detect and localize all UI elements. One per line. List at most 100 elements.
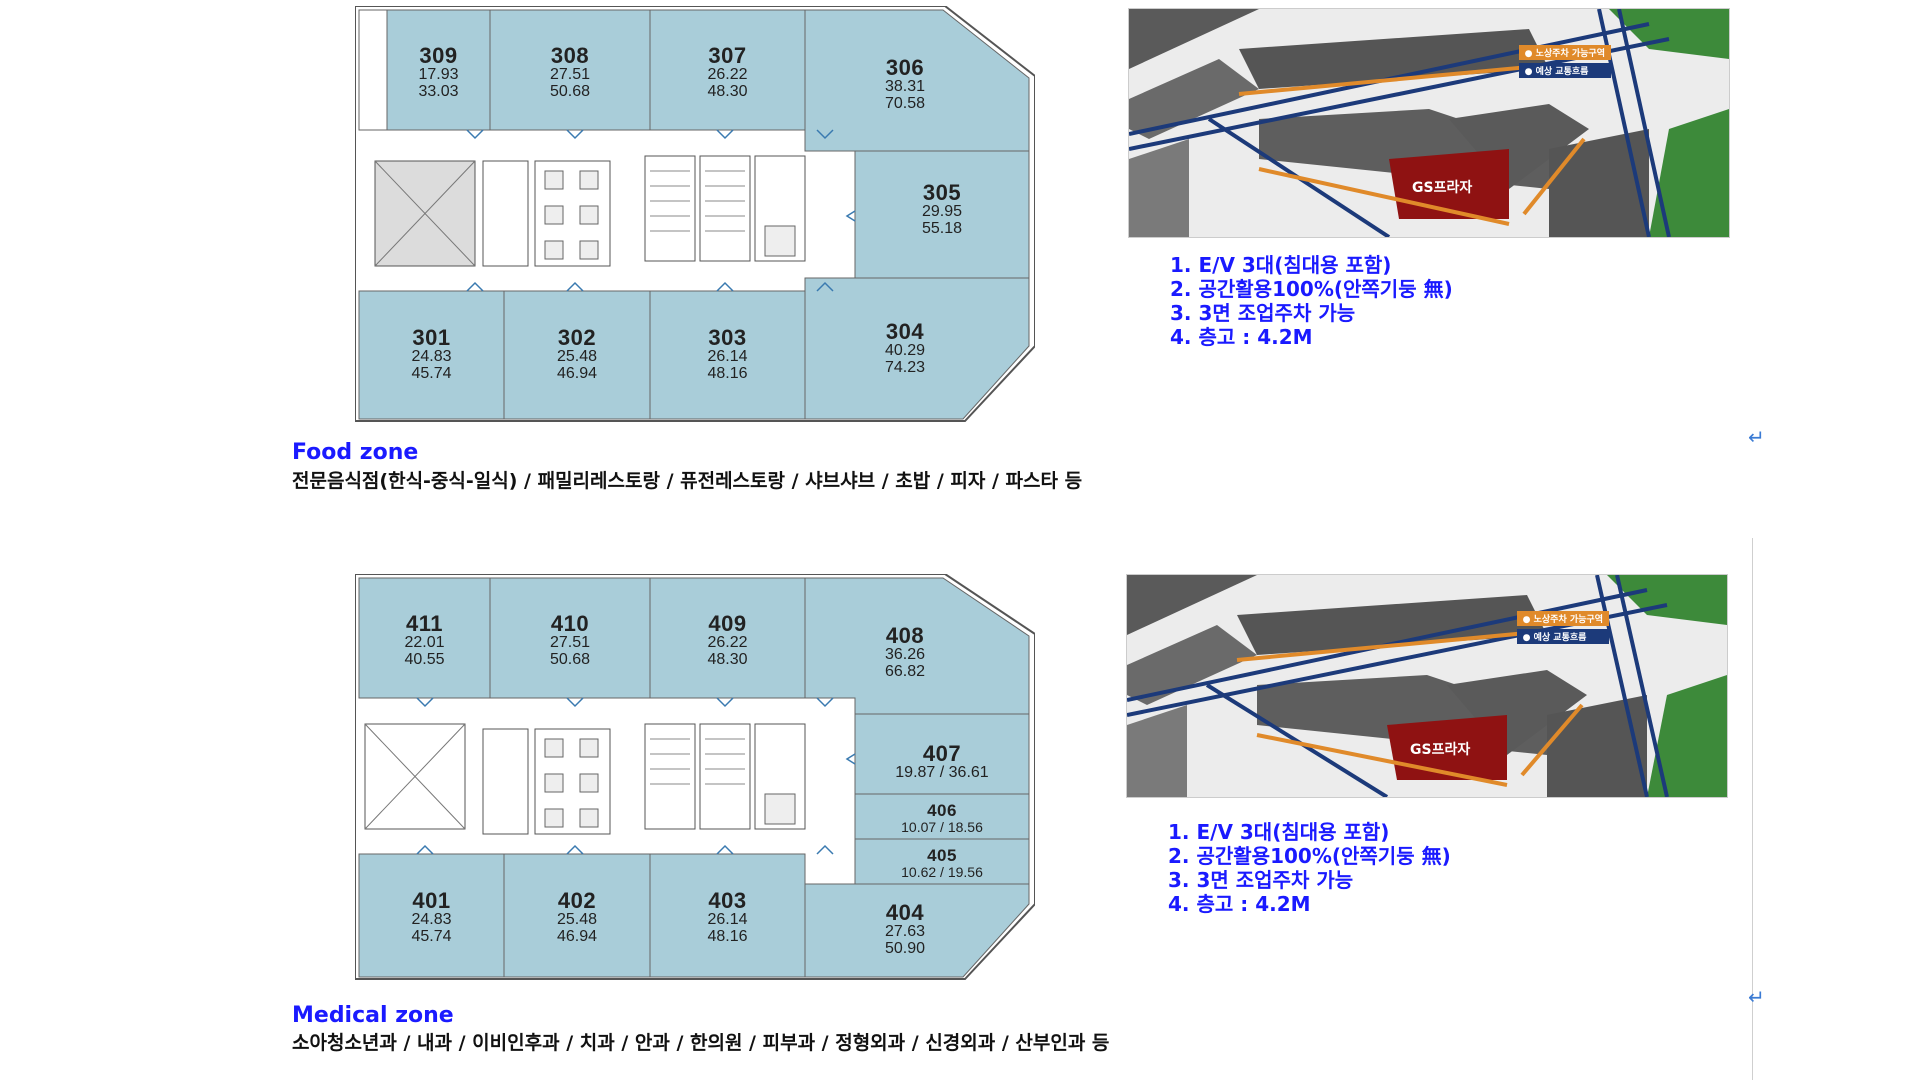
- feature-parking: 3. 3면 조업주차 가능: [1168, 868, 1354, 892]
- room-area-b: 48.16: [707, 927, 748, 945]
- room-area-a: 26.22: [707, 66, 748, 84]
- legend-traffic: ● 예상 교통흐름: [1516, 629, 1609, 644]
- floor3-room-303: 303 26.14 48.16: [650, 326, 805, 383]
- room-area: 10.62 / 19.56: [901, 863, 983, 880]
- map-legend: ● 노상주차 가능구역 ● 예상 교통흐름: [1516, 611, 1609, 647]
- site-map-drawing: [1127, 575, 1727, 797]
- feature-height: 4. 층고 : 4.2M: [1170, 325, 1313, 349]
- floor3-plan-drawing: [355, 6, 1035, 422]
- floor4-room-411: 411 22.01 40.55: [359, 612, 490, 669]
- room-area-b: 50.68: [549, 82, 591, 100]
- gs-plaza-label: GS프라자: [1412, 180, 1473, 196]
- legend-parking: ● 노상주차 가능구역: [1518, 45, 1611, 60]
- room-number: 409: [708, 611, 747, 636]
- floor3-room-305: 305 29.95 55.18: [855, 181, 1029, 238]
- room-area-a: 29.95: [921, 203, 963, 221]
- legend-parking: ● 노상주차 가능구역: [1516, 611, 1609, 626]
- room-area: 10.07 / 18.56: [901, 818, 983, 835]
- site-map-bottom: ● 노상주차 가능구역 ● 예상 교통흐름 GS프라자: [1126, 574, 1728, 798]
- room-area-a: 26.22: [707, 634, 748, 652]
- feature-parking: 3. 3면 조업주차 가능: [1170, 301, 1356, 325]
- feature-height: 4. 층고 : 4.2M: [1168, 892, 1311, 916]
- feature-elevator: 1. E/V 3대(침대용 포함): [1170, 253, 1392, 277]
- room-area-a: 27.63: [884, 923, 926, 941]
- floor4-room-403: 403 26.14 48.16: [650, 889, 805, 946]
- floor4-plan: 411 22.01 40.55 410 27.51 50.68 409 26.2…: [355, 574, 1035, 994]
- room-area-b: 33.03: [418, 82, 459, 100]
- room-number: 402: [557, 888, 597, 913]
- floor4-plan-drawing: [355, 574, 1035, 980]
- room-area-b: 48.30: [707, 82, 748, 100]
- room-number: 404: [885, 900, 925, 925]
- room-number: 305: [922, 180, 962, 205]
- floor3-plan: 309 17.93 33.03 308 27.51 50.68 307 26.2…: [355, 6, 1035, 426]
- floor4-room-408: 408 36.26 66.82: [805, 624, 1005, 681]
- room-number: 309: [419, 43, 458, 68]
- room-area-a: 26.14: [707, 348, 748, 366]
- room-area-b: 48.30: [707, 650, 748, 668]
- floor3-room-301: 301 24.83 45.74: [359, 326, 504, 383]
- paragraph-mark-icon: ↵: [1748, 985, 1765, 1009]
- floor4-room-404: 404 27.63 50.90: [805, 901, 1005, 958]
- floor3-room-306: 306 38.31 70.58: [805, 56, 1005, 113]
- floor3-room-302: 302 25.48 46.94: [504, 326, 650, 383]
- floor4-room-401: 401 24.83 45.74: [359, 889, 504, 946]
- site-map-top: ● 노상주차 가능구역 ● 예상 교통흐름 GS프라자: [1128, 8, 1730, 238]
- room-area-a: 24.83: [411, 348, 452, 366]
- floor4-room-409: 409 26.22 48.30: [650, 612, 805, 669]
- room-number: 301: [412, 325, 451, 350]
- room-area: 19.87 / 36.61: [895, 764, 989, 782]
- medical-zone-description: 소아청소년과 / 내과 / 이비인후과 / 치과 / 안과 / 한의원 / 피부…: [292, 1032, 1110, 1054]
- map-legend: ● 노상주차 가능구역 ● 예상 교통흐름: [1518, 45, 1611, 81]
- room-area-a: 38.31: [884, 78, 926, 96]
- floor4-features: 1. E/V 3대(침대용 포함) 2. 공간활용100%(안쪽기둥 無) 3.…: [1168, 820, 1451, 916]
- room-area-b: 50.68: [549, 650, 591, 668]
- food-zone-description: 전문음식점(한식-중식-일식) / 패밀리레스토랑 / 퓨전레스토랑 / 샤브샤…: [292, 470, 1083, 492]
- floor3-room-308: 308 27.51 50.68: [490, 44, 650, 101]
- room-area-b: 45.74: [411, 927, 452, 945]
- floor3-features: 1. E/V 3대(침대용 포함) 2. 공간활용100%(안쪽기둥 無) 3.…: [1170, 253, 1453, 349]
- room-area-a: 27.51: [549, 634, 591, 652]
- floor4-room-405: 405 10.62 / 19.56: [855, 847, 1029, 880]
- room-area-b: 45.74: [411, 364, 452, 382]
- floor4-room-402: 402 25.48 46.94: [504, 889, 650, 946]
- room-area-a: 24.83: [411, 911, 452, 929]
- feature-space: 2. 공간활용100%(안쪽기둥 無): [1170, 277, 1453, 301]
- page-divider: [1752, 538, 1753, 1080]
- room-number: 304: [885, 319, 925, 344]
- feature-elevator: 1. E/V 3대(침대용 포함): [1168, 820, 1390, 844]
- room-area-b: 46.94: [556, 364, 598, 382]
- room-area-b: 66.82: [884, 662, 926, 680]
- room-number: 401: [412, 888, 451, 913]
- food-zone-title: Food zone: [292, 440, 419, 465]
- feature-space: 2. 공간활용100%(안쪽기둥 無): [1168, 844, 1451, 868]
- gs-plaza-label: GS프라자: [1410, 742, 1471, 758]
- room-area-b: 50.90: [884, 939, 926, 957]
- room-number: 408: [885, 623, 925, 648]
- medical-zone-title: Medical zone: [292, 1003, 454, 1028]
- room-area-a: 25.48: [556, 348, 598, 366]
- room-number: 308: [550, 43, 590, 68]
- room-area-b: 48.16: [707, 364, 748, 382]
- room-number: 307: [708, 43, 747, 68]
- room-area-a: 26.14: [707, 911, 748, 929]
- floor4-room-406: 406 10.07 / 18.56: [855, 802, 1029, 835]
- room-number: 405: [927, 846, 957, 865]
- room-area-a: 36.26: [884, 646, 926, 664]
- floor4-room-407: 407 19.87 / 36.61: [855, 742, 1029, 782]
- floor3-room-307: 307 26.22 48.30: [650, 44, 805, 101]
- floor3-room-304: 304 40.29 74.23: [805, 320, 1005, 377]
- room-area-b: 46.94: [556, 927, 598, 945]
- room-number: 303: [708, 325, 747, 350]
- room-area-a: 17.93: [418, 66, 459, 84]
- room-area-b: 55.18: [921, 219, 963, 237]
- room-area-a: 27.51: [549, 66, 591, 84]
- site-map-drawing: [1129, 9, 1729, 237]
- room-number: 306: [885, 55, 925, 80]
- room-area-a: 25.48: [556, 911, 598, 929]
- room-area-b: 40.55: [404, 650, 445, 668]
- room-area-a: 40.29: [884, 342, 926, 360]
- room-number: 406: [927, 801, 957, 820]
- legend-traffic: ● 예상 교통흐름: [1518, 63, 1611, 78]
- room-area-b: 70.58: [884, 94, 926, 112]
